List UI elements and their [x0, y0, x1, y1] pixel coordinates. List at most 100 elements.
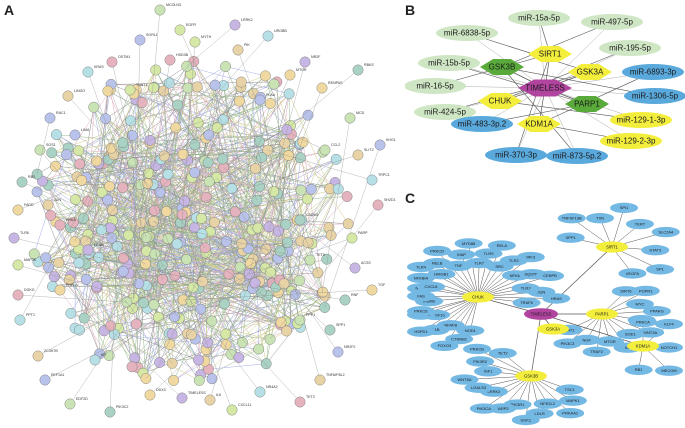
string-node — [332, 183, 344, 195]
string-edge — [74, 89, 131, 242]
c-edge — [437, 262, 479, 298]
b-edge — [544, 87, 578, 157]
string-node-label: TET2 — [306, 395, 315, 399]
string-node — [104, 180, 115, 192]
string-node-label: TNNT1 — [136, 83, 148, 87]
string-node — [217, 114, 229, 126]
gene-label: NFKBIA — [414, 275, 429, 280]
c-edge — [596, 313, 603, 352]
string-edge — [321, 117, 351, 294]
string-edge — [50, 215, 271, 273]
string-node-label: HSD3B — [176, 53, 189, 57]
string-edge — [202, 129, 288, 282]
string-node — [152, 311, 164, 323]
string-node — [16, 176, 28, 188]
string-edge — [267, 149, 373, 181]
gene-node — [463, 343, 492, 355]
string-edge — [105, 118, 183, 215]
string-node — [319, 144, 331, 156]
string-edge — [87, 71, 147, 238]
string-node — [136, 97, 148, 109]
string-node — [61, 149, 72, 161]
string-edge — [47, 185, 71, 228]
string-node-label: KHG1 — [386, 138, 396, 142]
gene-node — [610, 202, 639, 214]
gene-node — [618, 268, 647, 279]
mirna-node — [581, 14, 643, 30]
string-node — [51, 129, 62, 141]
string-node — [264, 98, 276, 109]
string-edge — [214, 222, 225, 304]
gene-node — [655, 318, 683, 330]
string-edge — [283, 142, 304, 284]
string-node — [91, 155, 102, 167]
string-node — [31, 186, 43, 198]
string-node-label: TRPC1 — [378, 173, 390, 177]
gene-label: TSC1 — [565, 387, 576, 392]
string-node — [235, 76, 247, 88]
string-edge — [42, 180, 148, 184]
string-node-label: RBKS — [364, 63, 374, 67]
gene-node — [625, 218, 654, 230]
c-nodes: NOD1CTNNB1FOXO3NFAFBIL1BHSPD1TNFSF10TNFR… — [407, 202, 683, 426]
gene-node — [641, 244, 670, 256]
gene-node — [407, 290, 435, 302]
string-edge — [110, 89, 233, 411]
mirna-node — [624, 88, 685, 104]
string-node — [53, 257, 65, 269]
gene-label: NGF — [582, 337, 591, 342]
gene-node — [474, 366, 503, 377]
string-edge — [183, 289, 373, 301]
string-node — [168, 375, 179, 386]
string-node-label: JUN — [54, 198, 61, 202]
string-node-label: RB2 — [28, 175, 35, 179]
string-node — [223, 268, 235, 280]
string-edge — [204, 240, 302, 362]
string-edge — [148, 236, 301, 403]
string-node — [80, 274, 92, 285]
string-edge — [149, 103, 271, 141]
string-node — [226, 183, 238, 195]
mirna-label: miR-129-1-3p — [617, 116, 666, 125]
gene-label: SGK1 — [520, 417, 531, 422]
string-edge — [96, 288, 100, 354]
string-node — [196, 228, 208, 240]
gene-label: IL1B — [431, 327, 440, 332]
gene-label: CEBPB — [543, 273, 557, 278]
string-node — [102, 85, 114, 97]
mirna-label: miR-873-5p.2 — [553, 152, 602, 161]
mirna-node — [485, 147, 547, 163]
gene-node — [454, 238, 483, 249]
string-node — [106, 56, 118, 68]
string-edge — [223, 97, 261, 121]
string-edge — [17, 264, 134, 299]
string-node-label: OSTM1 — [118, 55, 130, 59]
b-edge — [515, 53, 551, 156]
string-node — [64, 398, 76, 410]
string-node-label: SOS1 — [46, 143, 56, 147]
mirna-label: miR-15b-5p — [428, 59, 470, 68]
string-node — [249, 277, 261, 289]
string-edge — [159, 74, 291, 363]
string-nodes — [28, 55, 354, 386]
string-node — [44, 112, 56, 124]
string-edge — [177, 104, 233, 189]
gene-label: PRKAA1 — [562, 411, 579, 416]
string-node-label: PLAU — [266, 93, 276, 97]
string-edge — [223, 167, 356, 269]
gene-label: PIK3C3 — [561, 341, 576, 346]
string-node — [28, 248, 40, 260]
string-node — [54, 284, 66, 296]
string-node-label: TNFAIP8L2 — [326, 373, 345, 377]
string-edge — [87, 249, 173, 364]
string-edge — [223, 85, 289, 156]
string-node — [366, 174, 378, 186]
string-node — [268, 186, 280, 197]
mirna-node — [508, 10, 570, 26]
timeless-label: TIMELESS — [525, 84, 565, 93]
string-edge — [47, 185, 100, 354]
gene-label: PRKCA — [636, 319, 650, 324]
string-node — [174, 24, 186, 36]
string-node — [229, 206, 241, 218]
